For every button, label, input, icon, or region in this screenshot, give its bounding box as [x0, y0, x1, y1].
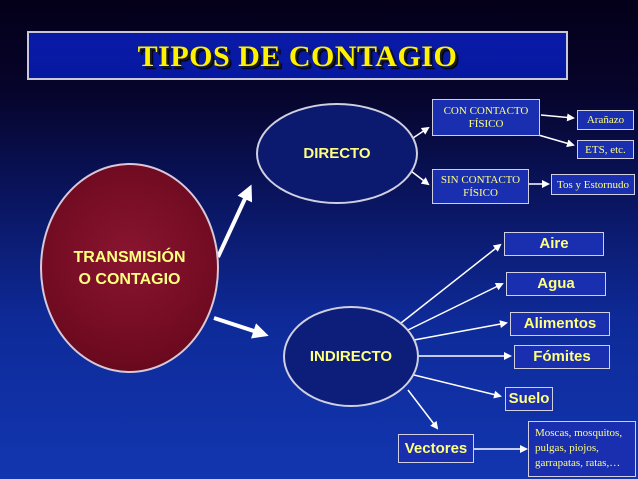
arrow-to-directo — [216, 184, 253, 258]
con-contacto-line1: CON CONTACTO — [443, 105, 529, 117]
fomites-box: Fómites — [514, 345, 610, 369]
vectores-examples-line3: garrapatas, ratas,… — [535, 457, 621, 469]
arrow-ind-suelo — [409, 373, 502, 399]
vectores-examples-box: Moscas, mosquitos, pulgas, piojos, garra… — [528, 421, 636, 477]
indirecto-label: INDIRECTO — [309, 348, 393, 365]
indirecto-ellipse: INDIRECTO — [283, 306, 419, 407]
main-node-ellipse: TRANSMISIÓN O CONTAGIO — [40, 163, 219, 373]
arrow-ind-vectores — [407, 389, 439, 430]
main-node-line2: O CONTAGIO — [78, 271, 181, 288]
sin-contacto-box: SIN CONTACTO FÍSICO — [432, 169, 529, 204]
con-contacto-line2: FÍSICO — [468, 118, 504, 130]
sin-contacto-line2: FÍSICO — [463, 187, 498, 199]
title-box: TIPOS DE CONTAGIO — [27, 31, 568, 80]
vectores-examples-line2: pulgas, piojos, — [535, 442, 599, 454]
aire-box: Aire — [504, 232, 604, 256]
arrow-ind-alimentos — [413, 320, 508, 341]
suelo-box: Suelo — [505, 387, 553, 411]
agua-box: Agua — [506, 272, 606, 296]
vectores-box: Vectores — [398, 434, 474, 463]
directo-label: DIRECTO — [303, 145, 371, 162]
arrow-con-ets — [534, 133, 575, 148]
tos-estornudo-box: Tos y Estornudo — [551, 174, 635, 195]
con-contacto-box: CON CONTACTO FÍSICO — [432, 99, 540, 136]
slide-title: TIPOS DE CONTAGIO — [137, 40, 458, 73]
aranazo-box: Arañazo — [577, 110, 634, 130]
arrow-ind-aire — [400, 243, 502, 324]
arrow-con-aranazo — [540, 113, 575, 122]
directo-ellipse: DIRECTO — [256, 103, 418, 204]
alimentos-box: Alimentos — [510, 312, 610, 336]
ets-box: ETS, etc. — [577, 140, 634, 159]
sin-contacto-line1: SIN CONTACTO — [440, 174, 521, 186]
vectores-examples-line1: Moscas, mosquitos, — [535, 427, 623, 439]
main-node-line1: TRANSMISIÓN — [73, 249, 186, 266]
arrow-to-indirecto — [213, 316, 269, 339]
arrow-ind-agua — [407, 283, 504, 331]
